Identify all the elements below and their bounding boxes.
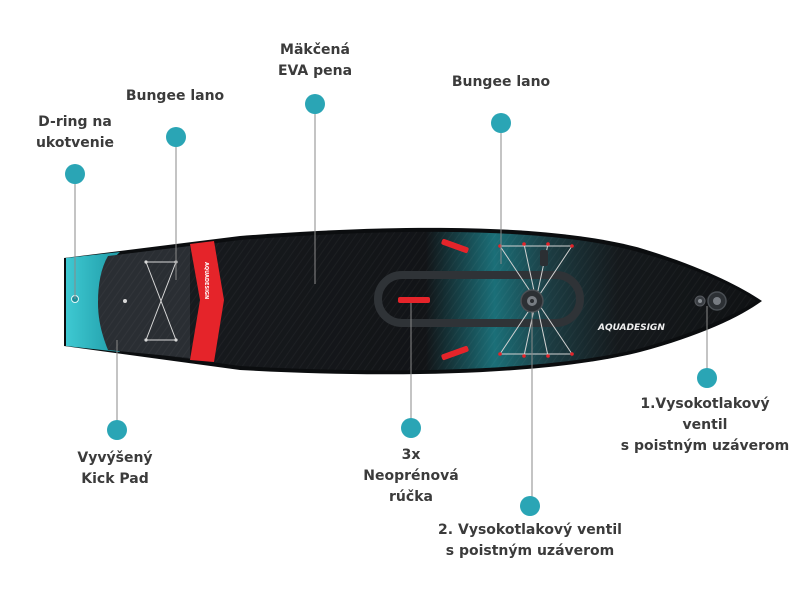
dot-bungee-rear	[166, 127, 186, 147]
label-bungee-front-line-1: Bungee lano	[451, 74, 551, 90]
callout-dots	[65, 94, 717, 516]
stripe-brand-text: AQUADESIGN	[203, 262, 209, 299]
label-kick-pad: Vyvýšený Kick Pad	[60, 448, 170, 490]
label-kick-pad-line-2: Kick Pad	[81, 471, 149, 487]
label-valve-1: 1.Vysokotlakový ventil s poistným uzáver…	[612, 394, 798, 457]
label-handles-line-2: Neoprénová	[363, 468, 459, 484]
label-bungee-rear: Bungee lano	[110, 86, 240, 107]
label-bungee-front: Bungee lano	[436, 72, 566, 93]
label-handles: 3x Neoprénová rúčka	[351, 445, 471, 508]
label-kick-pad-line-1: Vyvýšený	[77, 450, 153, 466]
dot-valve-1	[697, 368, 717, 388]
sup-board: AQUADESIGN	[64, 227, 762, 375]
valve-1-fitting	[694, 291, 727, 311]
label-eva: Mäkčená EVA pena	[260, 40, 370, 82]
dot-kick-pad	[107, 420, 127, 440]
board-brand-text: AQUADESIGN	[597, 323, 665, 333]
dot-valve-2	[520, 496, 540, 516]
dot-d-ring	[65, 164, 85, 184]
rear-bungee	[145, 261, 177, 341]
valve-2-fitting	[520, 289, 544, 313]
label-valve-1-line-2: ventil	[682, 417, 728, 433]
label-d-ring-line-2: ukotvenie	[35, 135, 115, 151]
label-valve-1-line-3: s poistným uzáverom	[620, 438, 790, 454]
dot-eva	[305, 94, 325, 114]
label-d-ring: D-ring na ukotvenie	[25, 112, 125, 154]
center-handle-pad	[374, 271, 584, 327]
label-handles-line-3: rúčka	[389, 489, 433, 505]
label-eva-line-1: Mäkčená	[280, 42, 350, 58]
label-valve-2-line-1: 2. Vysokotlakový ventil	[438, 522, 622, 538]
dot-handles	[401, 418, 421, 438]
center-handle	[398, 297, 430, 303]
label-valve-2: 2. Vysokotlakový ventil s poistným uzáve…	[420, 520, 640, 562]
red-stripe	[190, 241, 224, 362]
label-eva-line-2: EVA pena	[277, 63, 353, 79]
side-handle-bottom	[441, 345, 469, 361]
label-valve-1-line-1: 1.Vysokotlakový	[640, 396, 770, 412]
label-d-ring-line-1: D-ring na	[38, 114, 112, 130]
dot-bungee-front	[491, 113, 511, 133]
leader-lines	[74, 104, 708, 506]
label-valve-2-line-2: s poistným uzáverom	[445, 543, 615, 559]
side-handle-top	[441, 238, 469, 254]
label-handles-line-1: 3x	[401, 447, 421, 463]
label-bungee-rear-line-1: Bungee lano	[125, 88, 225, 104]
